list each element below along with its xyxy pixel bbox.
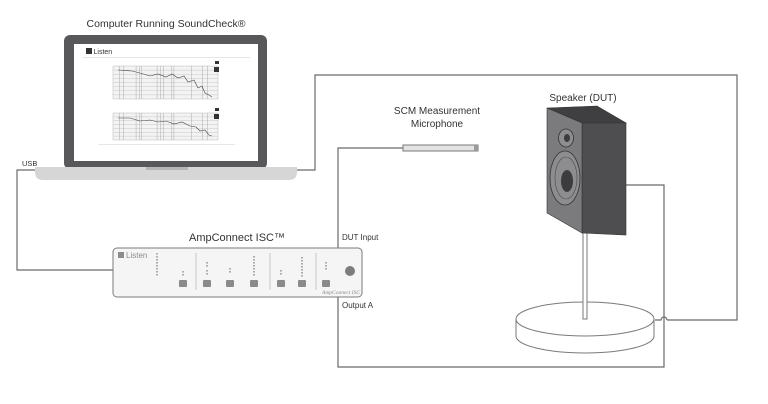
led-indicator	[156, 262, 158, 264]
cable-crossover-hop	[655, 316, 668, 321]
led-indicator	[301, 263, 303, 265]
led-indicator	[253, 271, 255, 273]
led-indicator	[182, 274, 184, 276]
volume-knob[interactable]	[345, 266, 355, 276]
speaker-label: Speaker (DUT)	[549, 93, 616, 104]
speaker-amp-cable	[337, 184, 665, 368]
output-a-label: Output A	[342, 301, 374, 310]
screen-chart-logo-icon	[214, 67, 219, 72]
panel-button[interactable]	[226, 280, 234, 287]
laptop-base	[35, 167, 297, 180]
panel-button[interactable]	[179, 280, 187, 287]
microphone-label-line1: SCM Measurement	[394, 106, 480, 117]
led-indicator	[325, 265, 327, 267]
screen-chart-trace	[118, 117, 213, 137]
led-indicator	[253, 256, 255, 258]
led-indicator	[280, 270, 282, 272]
led-indicator	[156, 268, 158, 270]
led-indicator	[253, 262, 255, 264]
led-indicator	[206, 270, 208, 272]
ampconnect-buttons	[179, 280, 330, 287]
led-indicator	[253, 268, 255, 270]
laptop: Computer Running SoundCheck® Listen	[35, 18, 297, 180]
screen-logo-text: Listen	[94, 49, 113, 56]
led-indicator	[301, 272, 303, 274]
led-indicator	[206, 262, 208, 264]
led-indicator	[206, 273, 208, 275]
led-indicator	[253, 265, 255, 267]
screen-chart-top	[112, 61, 219, 100]
screen-chart-trace	[117, 69, 213, 98]
measurement-microphone: SCM Measurement Microphone	[394, 106, 480, 152]
microphone-label-line2: Microphone	[411, 119, 464, 130]
ampconnect-panel-logo: Listen	[126, 251, 147, 260]
led-indicator	[301, 260, 303, 262]
turntable-control-cable	[297, 74, 738, 321]
microphone-capsule	[474, 145, 478, 151]
laptop-caption: Computer Running SoundCheck®	[87, 18, 246, 30]
led-indicator	[280, 273, 282, 275]
woofer-cone	[561, 170, 573, 192]
led-indicator	[229, 268, 231, 270]
led-indicator	[325, 268, 327, 270]
led-indicator	[253, 274, 255, 276]
led-indicator	[156, 274, 158, 276]
panel-button[interactable]	[250, 280, 258, 287]
screen-chart-legend-icon	[215, 61, 219, 64]
laptop-hinge-notch	[146, 167, 188, 170]
screen-chart-frame	[112, 112, 219, 141]
led-indicator	[301, 275, 303, 277]
microphone-cable	[337, 147, 403, 248]
panel-button[interactable]	[203, 280, 211, 287]
screen-chart-legend-icon	[215, 108, 219, 111]
ampconnect-title: AmpConnect ISC™	[189, 232, 285, 244]
led-indicator	[182, 271, 184, 273]
usb-cable	[16, 169, 113, 271]
led-indicator	[229, 271, 231, 273]
led-indicator	[253, 259, 255, 261]
ampconnect-logo-icon	[118, 252, 124, 258]
speaker-dut: Speaker (DUT)	[546, 93, 628, 320]
led-indicator	[156, 256, 158, 258]
panel-button[interactable]	[298, 280, 306, 287]
connections	[16, 74, 738, 368]
ampconnect-panel-model: AmpConnect ISC	[321, 290, 360, 296]
listen-logo-icon	[86, 48, 92, 54]
led-indicator	[301, 269, 303, 271]
screen-chart-bottom	[112, 108, 219, 141]
screen-chart-logo-icon	[214, 114, 219, 119]
microphone-body	[402, 144, 479, 152]
ampconnect-interface: AmpConnect ISC™ Listen AmpConnect ISC	[112, 232, 363, 298]
led-indicator	[156, 253, 158, 255]
woofer-surround	[554, 156, 578, 200]
usb-label: USB	[22, 159, 37, 168]
led-indicator	[156, 265, 158, 267]
led-indicator	[156, 259, 158, 261]
ampconnect-separators	[195, 253, 317, 290]
led-indicator	[325, 262, 327, 264]
led-indicator	[156, 271, 158, 273]
led-indicator	[301, 266, 303, 268]
panel-button[interactable]	[322, 280, 330, 287]
dut-input-label: DUT Input	[342, 233, 379, 242]
led-indicator	[301, 257, 303, 259]
panel-button[interactable]	[277, 280, 285, 287]
laptop-screen	[74, 44, 258, 161]
soundcheck-screen: Listen	[82, 48, 250, 145]
speaker-stand-pole	[582, 231, 588, 320]
ampconnect-led-meters	[156, 253, 327, 277]
tweeter-dome	[564, 134, 570, 142]
speaker-side-face	[581, 122, 627, 236]
led-indicator	[206, 265, 208, 267]
